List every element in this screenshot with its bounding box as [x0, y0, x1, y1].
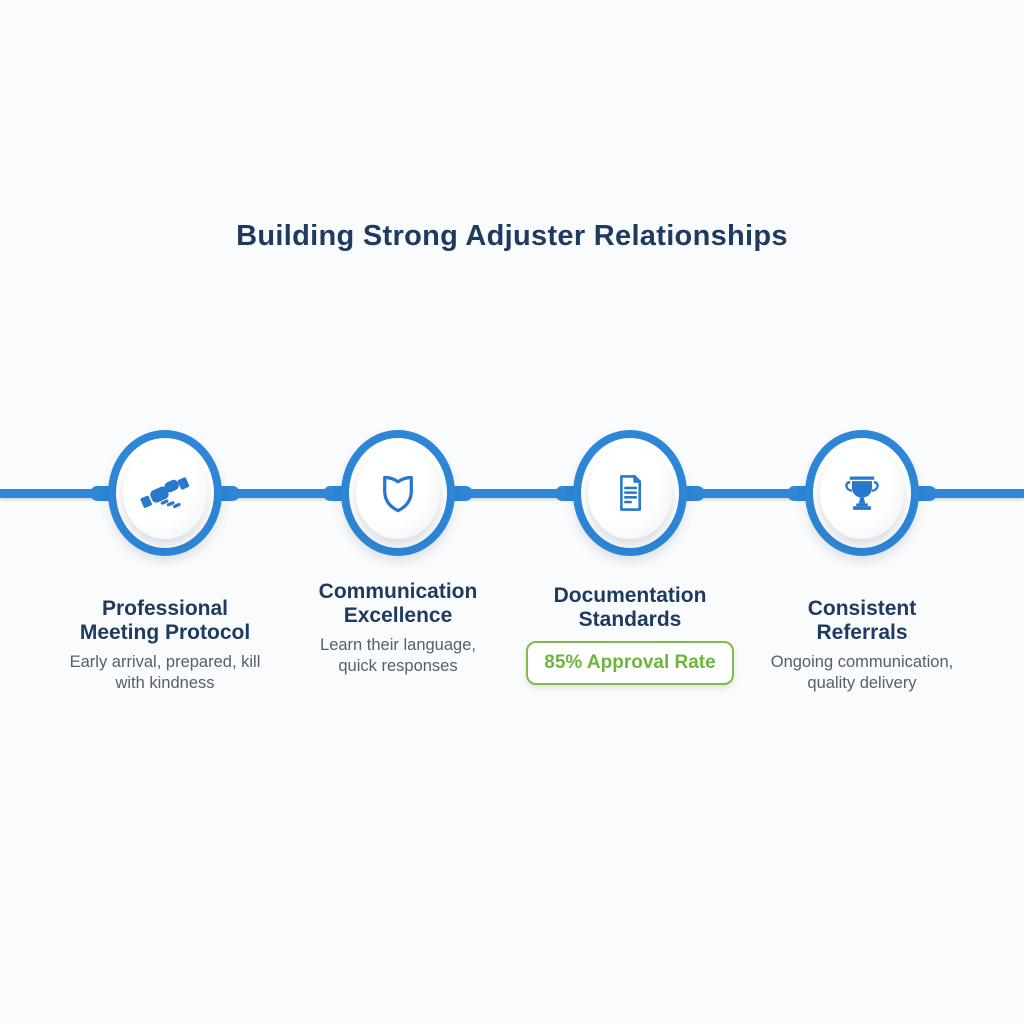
node-title: Professional Meeting Protocol [49, 597, 281, 645]
node-inner-disc [588, 447, 672, 539]
node-title-line: Referrals [816, 621, 908, 644]
node-text-block: Communication Excellence Learn their lan… [282, 580, 514, 677]
node-title-line: Excellence [343, 604, 453, 627]
approval-rate-badge: 85% Approval Rate [526, 641, 734, 685]
handshake-icon [140, 477, 190, 509]
node-subtitle: Ongoing communication, quality delivery [746, 652, 978, 694]
node-title-line: Communication [318, 580, 478, 603]
node-subtitle-line: Ongoing communication, [770, 653, 954, 671]
document-icon [620, 475, 641, 511]
node-text-block: Professional Meeting Protocol Early arri… [49, 597, 281, 694]
page-title: Building Strong Adjuster Relationships [236, 220, 788, 252]
timeline-line [0, 489, 1024, 498]
node-title-line: Professional [101, 597, 229, 620]
node-text-block: Consistent Referrals Ongoing communicati… [746, 597, 978, 694]
node-subtitle-line: Learn their language, [320, 636, 476, 654]
node-circle [805, 430, 919, 556]
node-subtitle-line: quality delivery [807, 674, 917, 692]
node-inner-disc [820, 447, 904, 539]
shield-icon [383, 475, 413, 513]
trophy-icon [845, 476, 879, 510]
timeline-node-professional-meeting-protocol: Professional Meeting Protocol Early arri… [49, 430, 281, 694]
node-subtitle-line: with kindness [115, 674, 215, 692]
node-subtitle: Learn their language, quick responses [282, 635, 514, 677]
node-subtitle: Early arrival, prepared, kill with kindn… [49, 652, 281, 694]
node-inner-disc [356, 447, 440, 539]
timeline-node-documentation-standards: Documentation Standards 85% Approval Rat… [514, 430, 746, 685]
node-title: Documentation Standards [514, 584, 746, 632]
node-title: Consistent Referrals [746, 597, 978, 645]
node-subtitle-line: Early arrival, prepared, kill [69, 653, 261, 671]
node-title-line: Documentation [553, 584, 707, 607]
node-circle [108, 430, 222, 556]
node-circle [573, 430, 687, 556]
timeline-node-consistent-referrals: Consistent Referrals Ongoing communicati… [746, 430, 978, 694]
node-text-block: Documentation Standards 85% Approval Rat… [514, 584, 746, 685]
node-title-line: Consistent [807, 597, 917, 620]
timeline-node-communication-excellence: Communication Excellence Learn their lan… [282, 430, 514, 677]
node-title-line: Standards [578, 608, 682, 631]
node-title-line: Meeting Protocol [79, 621, 251, 644]
node-inner-disc [123, 447, 207, 539]
node-circle [341, 430, 455, 556]
node-subtitle-line: quick responses [338, 657, 458, 675]
node-title: Communication Excellence [282, 580, 514, 628]
